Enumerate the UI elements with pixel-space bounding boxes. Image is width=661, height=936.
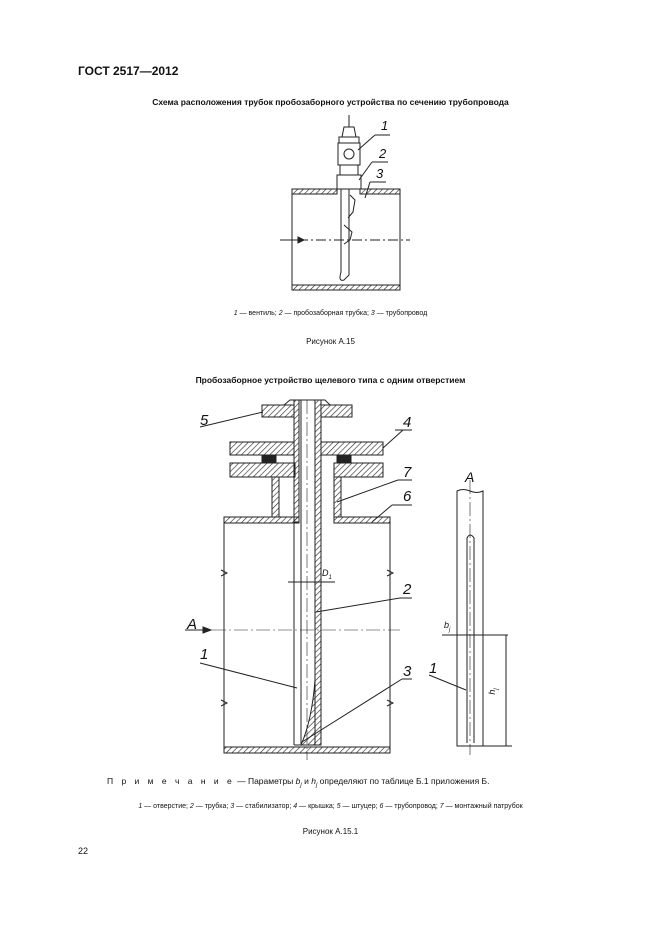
fig2-label-a-arrow: A <box>187 616 198 633</box>
fig2-label-1: 1 <box>200 646 209 663</box>
figure1-title: Схема расположения трубок пробозаборного… <box>152 97 509 107</box>
fig2-label-a-view: A <box>465 469 475 485</box>
figure2-title: Пробозаборное устройство щелевого типа с… <box>195 375 466 385</box>
fig2-label-4: 4 <box>403 414 412 431</box>
fig2-label-2: 2 <box>403 581 412 598</box>
document-header: ГОСТ 2517—2012 <box>78 64 179 78</box>
fig1-label-3: 3 <box>376 166 384 181</box>
fig2-label-1-view: 1 <box>429 660 438 677</box>
page-number: 22 <box>78 846 89 856</box>
figure2-legend: 1 — отверстие; 2 — трубка; 3 — стабилиза… <box>138 803 523 810</box>
fig2-label-3: 3 <box>403 663 412 680</box>
figure1-caption: Рисунок А.15 <box>306 337 355 346</box>
figure1-legend: 1 — вентиль; 2 — пробозаборная трубка; 3… <box>233 310 428 317</box>
fig2-label-d1: D1 <box>322 568 332 581</box>
fig1-label-1: 1 <box>381 118 389 133</box>
fig2-label-6: 6 <box>403 488 412 505</box>
fig2-label-bj: bj <box>444 620 451 633</box>
figure2-caption: Рисунок А.15.1 <box>302 827 359 836</box>
figure1-drawing <box>280 115 410 291</box>
fig2-label-hj: hj <box>486 688 500 695</box>
fig2-label-7: 7 <box>403 464 412 481</box>
figure2-drawing <box>185 399 512 760</box>
fig1-label-2: 2 <box>379 146 387 161</box>
figure2-note: П р и м е ч а н и е — Параметры bj и hj … <box>107 776 490 789</box>
fig2-label-5: 5 <box>200 412 209 429</box>
